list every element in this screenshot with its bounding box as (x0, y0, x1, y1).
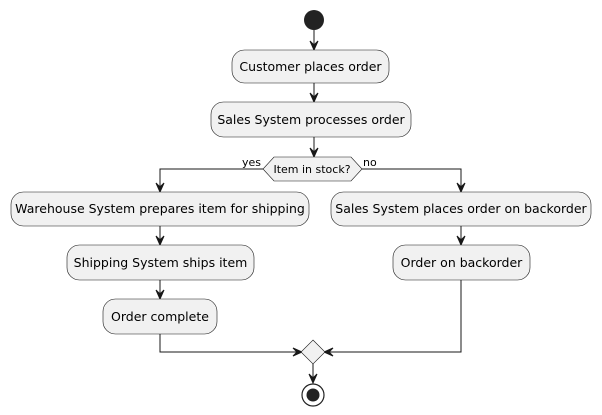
arrowhead (308, 373, 318, 385)
arrowhead (155, 182, 165, 194)
decision-label: Item in stock? (273, 163, 350, 176)
arrowhead (456, 235, 466, 247)
action-label: Order on backorder (401, 255, 523, 270)
action-label: Sales System processes order (217, 112, 405, 127)
arrowhead (456, 182, 466, 194)
action-label: Sales System places order on backorder (335, 201, 587, 216)
edges (155, 30, 466, 385)
edge-no-branch (362, 168, 462, 190)
decision-item-in-stock: Item in stock? yes no (242, 156, 377, 182)
action-order-on-backorder: Order on backorder (392, 244, 531, 281)
action-order-complete: Order complete (102, 298, 218, 335)
arrowhead (155, 289, 165, 301)
action-sales-backorder: Sales System places order on backorder (330, 191, 592, 227)
start-node (304, 10, 324, 30)
action-label: Shipping System ships item (74, 255, 248, 270)
arrowhead (309, 40, 319, 52)
merge-diamond (300, 339, 326, 365)
edge-complete-to-merge (159, 334, 300, 353)
arrowhead (309, 147, 319, 159)
action-label: Order complete (111, 309, 209, 324)
no-label: no (363, 156, 377, 169)
arrowhead (292, 347, 304, 357)
arrowhead (155, 235, 165, 247)
edge-onbackorder-to-merge (326, 280, 462, 353)
action-shipping-ships: Shipping System ships item (66, 244, 255, 281)
yes-label: yes (242, 156, 261, 169)
edge-yes-branch (159, 168, 263, 190)
arrowhead (309, 92, 319, 104)
action-warehouse-prepares: Warehouse System prepares item for shipp… (10, 191, 310, 227)
action-customer-places-order: Customer places order (231, 49, 390, 84)
action-label: Customer places order (239, 59, 382, 74)
end-node (301, 383, 325, 407)
arrowhead (322, 347, 334, 357)
action-label: Warehouse System prepares item for shipp… (15, 201, 305, 216)
action-sales-processes-order: Sales System processes order (210, 101, 412, 138)
